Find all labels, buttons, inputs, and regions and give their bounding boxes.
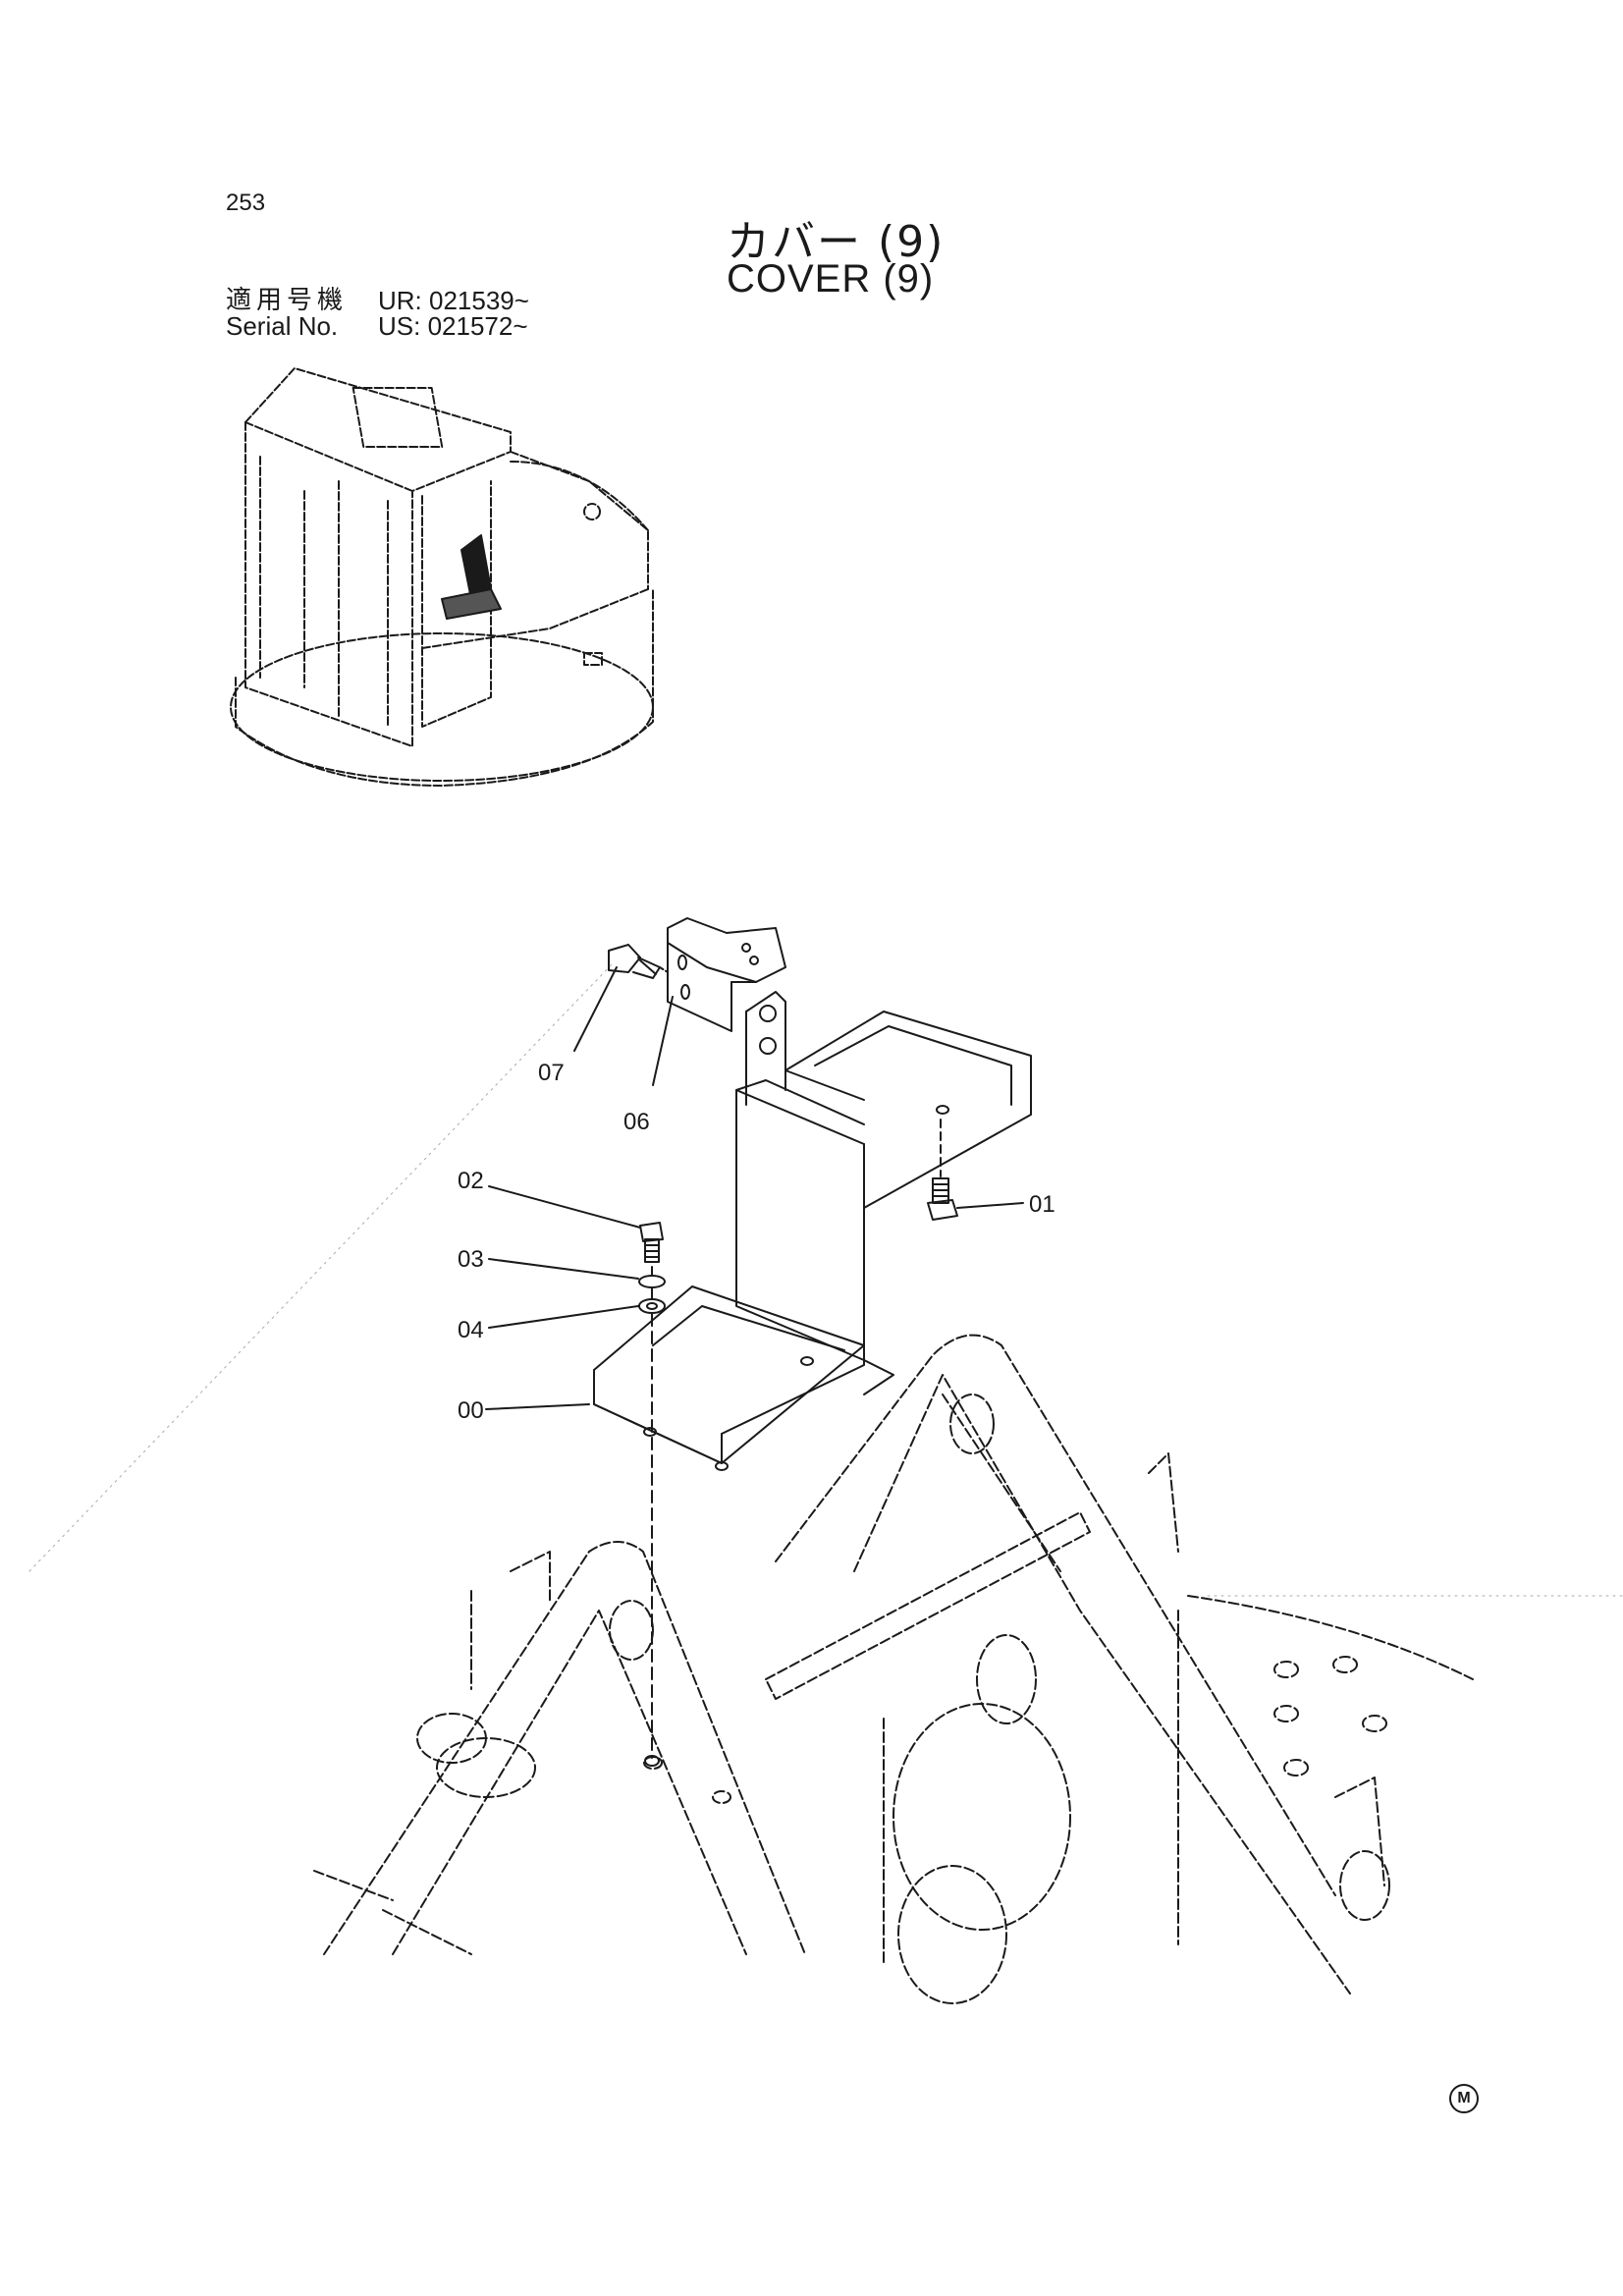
plain-washer-part-04 <box>638 1298 666 1314</box>
callout-06: 06 <box>623 1109 650 1135</box>
bolt-part-07 <box>608 944 669 979</box>
manufacturer-mark-icon: M <box>1449 2084 1479 2113</box>
spring-washer-part-03 <box>638 1275 666 1288</box>
leader-lines <box>485 966 1024 1410</box>
serial-range-us: US: 021572~ <box>378 311 528 341</box>
bracket-part-06 <box>667 917 786 1106</box>
callout-03: 03 <box>458 1246 484 1273</box>
callout-02: 02 <box>458 1168 484 1194</box>
frame-structure <box>313 1334 1474 2004</box>
page-title-en: COVER (9) <box>727 257 935 301</box>
callout-07: 07 <box>538 1060 565 1086</box>
serial-label-en: Serial No. <box>226 311 339 341</box>
bolt-part-02 <box>639 1222 664 1263</box>
page-title-jp: カバー (9) <box>727 217 946 267</box>
callout-01: 01 <box>1029 1191 1055 1218</box>
page-number: 253 <box>226 190 266 216</box>
machine-overview-icon <box>230 367 654 787</box>
cover-part-00 <box>593 1011 1032 1471</box>
callout-04: 04 <box>458 1317 484 1343</box>
serial-range-ur: UR: 021539~ <box>378 286 529 315</box>
bolt-part-01 <box>927 1119 958 1221</box>
callout-00: 00 <box>458 1397 484 1424</box>
serial-label-jp: 適用号機 <box>226 286 349 315</box>
